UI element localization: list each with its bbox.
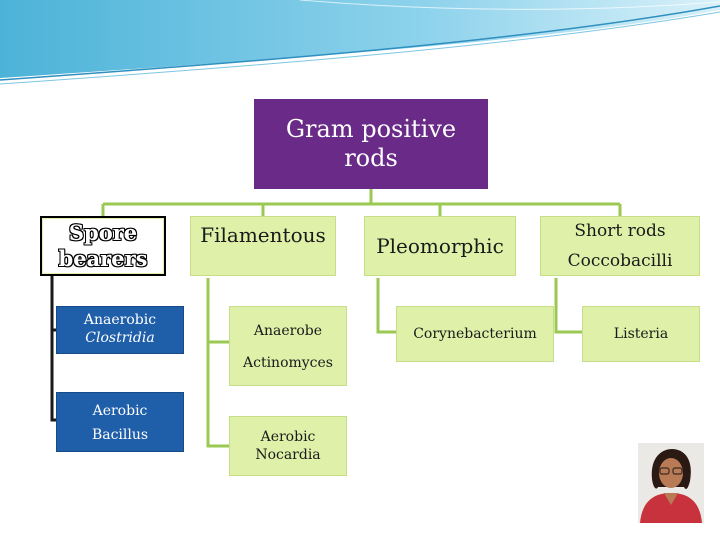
node-anaerobe-actinomyces: Anaerobe Actinomyces: [229, 306, 347, 386]
category-label-line1: Short rods: [574, 221, 666, 241]
node-corynebacterium: Corynebacterium: [396, 306, 554, 362]
category-pleomorphic: Pleomorphic: [364, 216, 516, 276]
category-filamentous: Filamentous: [190, 216, 336, 276]
node-anaerobic-clostridia: Anaerobic Clostridia: [56, 306, 184, 354]
node-aerobic-bacillus: Aerobic Bacillus: [56, 392, 184, 452]
node-label-line1: Aerobic: [92, 403, 148, 419]
root-node: Gram positive rods: [254, 99, 488, 189]
node-label: Listeria: [613, 326, 669, 342]
category-spore-bearers: Spore bearers: [40, 216, 166, 276]
presenter-photo: [638, 443, 704, 523]
node-aerobic-nocardia: Aerobic Nocardia: [229, 416, 347, 476]
category-label: Pleomorphic: [376, 234, 504, 258]
node-label-line2: Nocardia: [255, 447, 321, 463]
root-label-line2: rods: [344, 144, 398, 172]
node-label-line1: Anaerobic: [83, 312, 157, 328]
category-label-line2: Coccobacilli: [567, 251, 673, 271]
category-label-line2: bearers: [58, 246, 148, 271]
node-label: Corynebacterium: [413, 326, 537, 342]
node-listeria: Listeria: [582, 306, 700, 362]
node-label-line1: Aerobic: [260, 429, 316, 445]
category-label: Filamentous: [200, 223, 326, 247]
category-label-line1: Spore: [68, 220, 138, 245]
node-label-line1: Anaerobe: [253, 323, 323, 339]
node-label-line2: Bacillus: [91, 427, 149, 443]
node-label-line2: Clostridia: [85, 330, 155, 346]
root-label-line1: Gram positive: [285, 115, 457, 143]
header-banner: [0, 0, 720, 85]
category-short-rods: Short rods Coccobacilli: [540, 216, 700, 276]
node-label-line2: Actinomyces: [243, 355, 333, 371]
